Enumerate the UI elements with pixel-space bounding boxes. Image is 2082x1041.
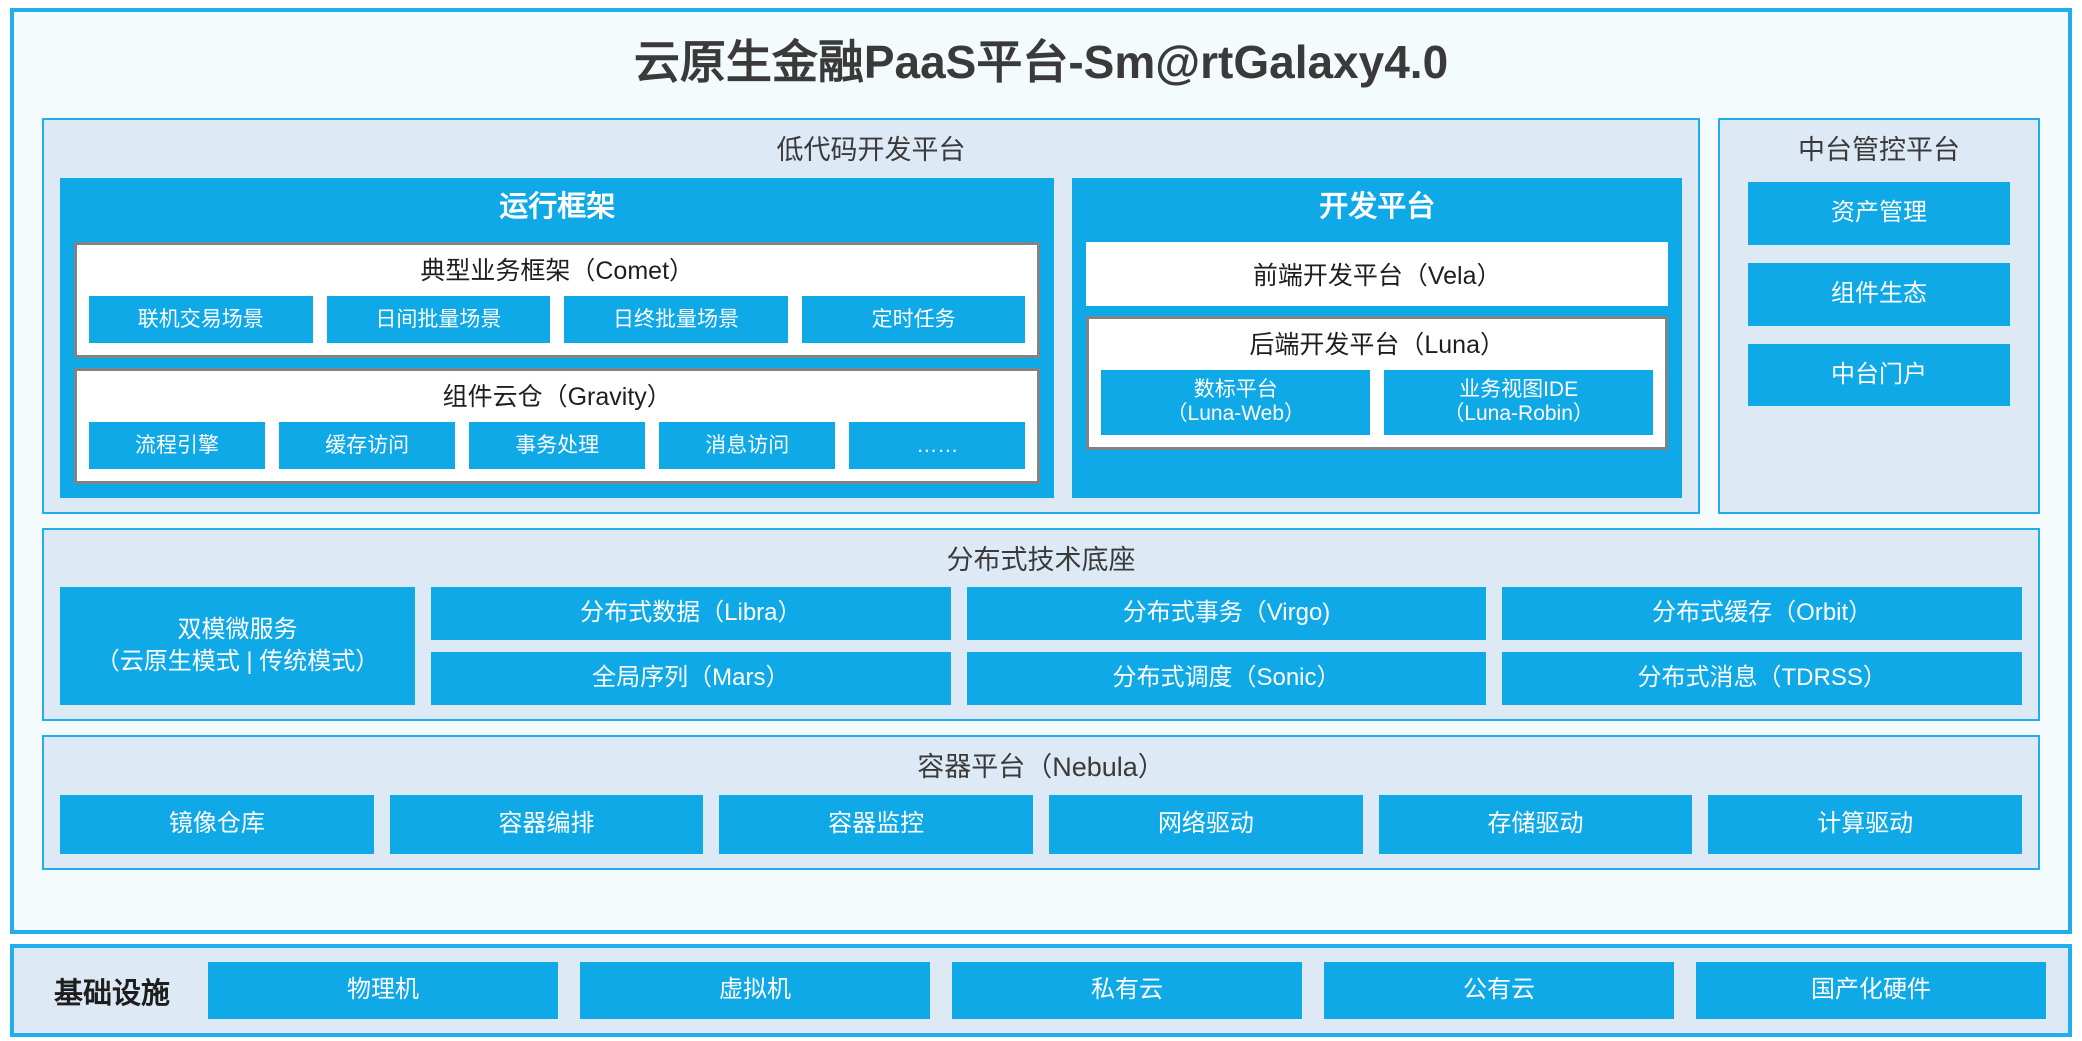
backend-item-luna-web[interactable]: 数标平台 （Luna-Web）: [1101, 369, 1371, 436]
gravity-chip-row: 流程引擎 缓存访问 事务处理 消息访问 ……: [89, 421, 1026, 469]
distributed-column-1: 分布式数据（Libra） 全局序列（Mars）: [431, 587, 951, 706]
distributed-item-virgo[interactable]: 分布式事务（Virgo): [966, 587, 1487, 641]
comet-item-scheduled-task[interactable]: 定时任务: [801, 295, 1026, 343]
backend-item-luna-web-code: （Luna-Web）: [1166, 402, 1306, 426]
frontend-platform-card[interactable]: 前端开发平台（Vela）: [1086, 241, 1668, 306]
infrastructure-panel: 基础设施 物理机 虚拟机 私有云 公有云 国产化硬件: [10, 944, 2072, 1037]
comet-chip-row: 联机交易场景 日间批量场景 日终批量场景 定时任务: [89, 295, 1026, 343]
infrastructure-item-virtual-machine[interactable]: 虚拟机: [580, 962, 931, 1019]
comet-card: 典型业务框架（Comet） 联机交易场景 日间批量场景 日终批量场景 定时任务: [74, 241, 1041, 358]
backend-platform-title: 后端开发平台（Luna）: [1249, 330, 1505, 359]
development-platform-block: 开发平台 前端开发平台（Vela） 后端开发平台（Luna） 数标平台 （Lun…: [1072, 177, 1682, 498]
gravity-item-ellipsis[interactable]: ……: [849, 421, 1026, 469]
container-item-storage-driver[interactable]: 存储驱动: [1378, 794, 1693, 854]
infrastructure-label: 基础设施: [54, 977, 171, 1010]
main-architecture-card: 云原生金融PaaS平台-Sm@rtGalaxy4.0 低代码开发平台 运行框架 …: [10, 8, 2072, 935]
gravity-item-cache-access[interactable]: 缓存访问: [279, 421, 456, 469]
gravity-item-message-access[interactable]: 消息访问: [659, 421, 836, 469]
midplatform-items: 资产管理 组件生态 中台门户: [1736, 178, 2022, 408]
container-item-compute-driver[interactable]: 计算驱动: [1708, 794, 2023, 854]
midplatform-panel: 中台管控平台 资产管理 组件生态 中台门户: [1718, 118, 2040, 514]
midplatform-title: 中台管控平台: [1798, 135, 1960, 166]
infrastructure-item-physical-machine[interactable]: 物理机: [208, 962, 559, 1019]
comet-item-intraday-batch[interactable]: 日间批量场景: [326, 295, 551, 343]
container-platform-items: 镜像仓库 容器编排 容器监控 网络驱动 存储驱动 计算驱动: [60, 794, 2023, 854]
infrastructure-items: 物理机 虚拟机 私有云 公有云 国产化硬件: [208, 962, 2047, 1019]
backend-item-luna-robin-name: 业务视图IDE: [1459, 377, 1579, 401]
container-platform-panel: 容器平台（Nebula） 镜像仓库 容器编排 容器监控 网络驱动 存储驱动 计算…: [42, 735, 2040, 870]
infrastructure-item-domestic-hardware[interactable]: 国产化硬件: [1696, 962, 2047, 1019]
gravity-item-transaction-processing[interactable]: 事务处理: [469, 421, 646, 469]
comet-item-online-transaction[interactable]: 联机交易场景: [89, 295, 313, 343]
midplatform-item-asset-management[interactable]: 资产管理: [1748, 181, 2010, 245]
page-title: 云原生金融PaaS平台-Sm@rtGalaxy4.0: [633, 36, 1449, 88]
distributed-foundation-title: 分布式技术底座: [946, 544, 1136, 575]
lowcode-platform-body: 运行框架 典型业务框架（Comet） 联机交易场景 日间批量场景 日终批量场景 …: [60, 177, 1682, 498]
runtime-framework-block: 运行框架 典型业务框架（Comet） 联机交易场景 日间批量场景 日终批量场景 …: [60, 177, 1055, 498]
backend-item-luna-robin[interactable]: 业务视图IDE （Luna-Robin）: [1384, 369, 1654, 436]
distributed-item-mars[interactable]: 全局序列（Mars）: [431, 652, 951, 706]
backend-platform-card: 后端开发平台（Luna） 数标平台 （Luna-Web） 业务视图IDE （Lu…: [1086, 315, 1668, 451]
infrastructure-item-public-cloud[interactable]: 公有云: [1324, 962, 1675, 1019]
lowcode-platform-panel: 低代码开发平台 运行框架 典型业务框架（Comet） 联机交易场景 日间批量场景…: [42, 118, 1700, 514]
development-platform-title: 开发平台: [1319, 190, 1436, 223]
dual-mode-microservice-block[interactable]: 双模微服务 （云原生模式 | 传统模式）: [60, 587, 415, 706]
gravity-card: 组件云仓（Gravity） 流程引擎 缓存访问 事务处理 消息访问 ……: [74, 367, 1041, 484]
dual-mode-microservice-line1: 双模微服务: [177, 615, 298, 643]
backend-item-luna-robin-code: （Luna-Robin）: [1443, 402, 1594, 426]
container-item-image-registry[interactable]: 镜像仓库: [60, 794, 374, 854]
lowcode-platform-title: 低代码开发平台: [776, 135, 966, 166]
container-platform-title: 容器平台（Nebula）: [917, 752, 1165, 783]
backend-chip-row: 数标平台 （Luna-Web） 业务视图IDE （Luna-Robin）: [1101, 369, 1654, 436]
gravity-title: 组件云仓（Gravity）: [442, 382, 672, 411]
midplatform-item-portal[interactable]: 中台门户: [1748, 343, 2010, 407]
distributed-columns: 分布式数据（Libra） 全局序列（Mars） 分布式事务（Virgo) 分布式…: [431, 587, 2023, 706]
distributed-column-2: 分布式事务（Virgo) 分布式调度（Sonic）: [966, 587, 1487, 706]
container-item-orchestration[interactable]: 容器编排: [389, 794, 704, 854]
distributed-item-sonic[interactable]: 分布式调度（Sonic）: [966, 652, 1487, 706]
gravity-item-process-engine[interactable]: 流程引擎: [89, 421, 266, 469]
infrastructure-item-private-cloud[interactable]: 私有云: [952, 962, 1303, 1019]
top-row: 低代码开发平台 运行框架 典型业务框架（Comet） 联机交易场景 日间批量场景…: [42, 118, 2040, 514]
container-item-network-driver[interactable]: 网络驱动: [1049, 794, 1363, 854]
container-item-monitoring[interactable]: 容器监控: [719, 794, 1034, 854]
distributed-foundation-body: 双模微服务 （云原生模式 | 传统模式） 分布式数据（Libra） 全局序列（M…: [60, 587, 2023, 706]
comet-item-eod-batch[interactable]: 日终批量场景: [564, 295, 788, 343]
distributed-item-orbit[interactable]: 分布式缓存（Orbit）: [1502, 587, 2023, 641]
distributed-item-libra[interactable]: 分布式数据（Libra）: [431, 587, 951, 641]
runtime-framework-title: 运行框架: [499, 190, 616, 223]
midplatform-item-component-ecosystem[interactable]: 组件生态: [1748, 262, 2010, 326]
distributed-foundation-panel: 分布式技术底座 双模微服务 （云原生模式 | 传统模式） 分布式数据（Libra…: [42, 527, 2040, 722]
distributed-item-tdrss[interactable]: 分布式消息（TDRSS）: [1502, 652, 2023, 706]
comet-title: 典型业务框架（Comet）: [420, 256, 695, 285]
backend-item-luna-web-name: 数标平台: [1193, 377, 1278, 401]
distributed-column-3: 分布式缓存（Orbit） 分布式消息（TDRSS）: [1502, 587, 2023, 706]
dual-mode-microservice-line2: （云原生模式 | 传统模式）: [95, 648, 380, 676]
